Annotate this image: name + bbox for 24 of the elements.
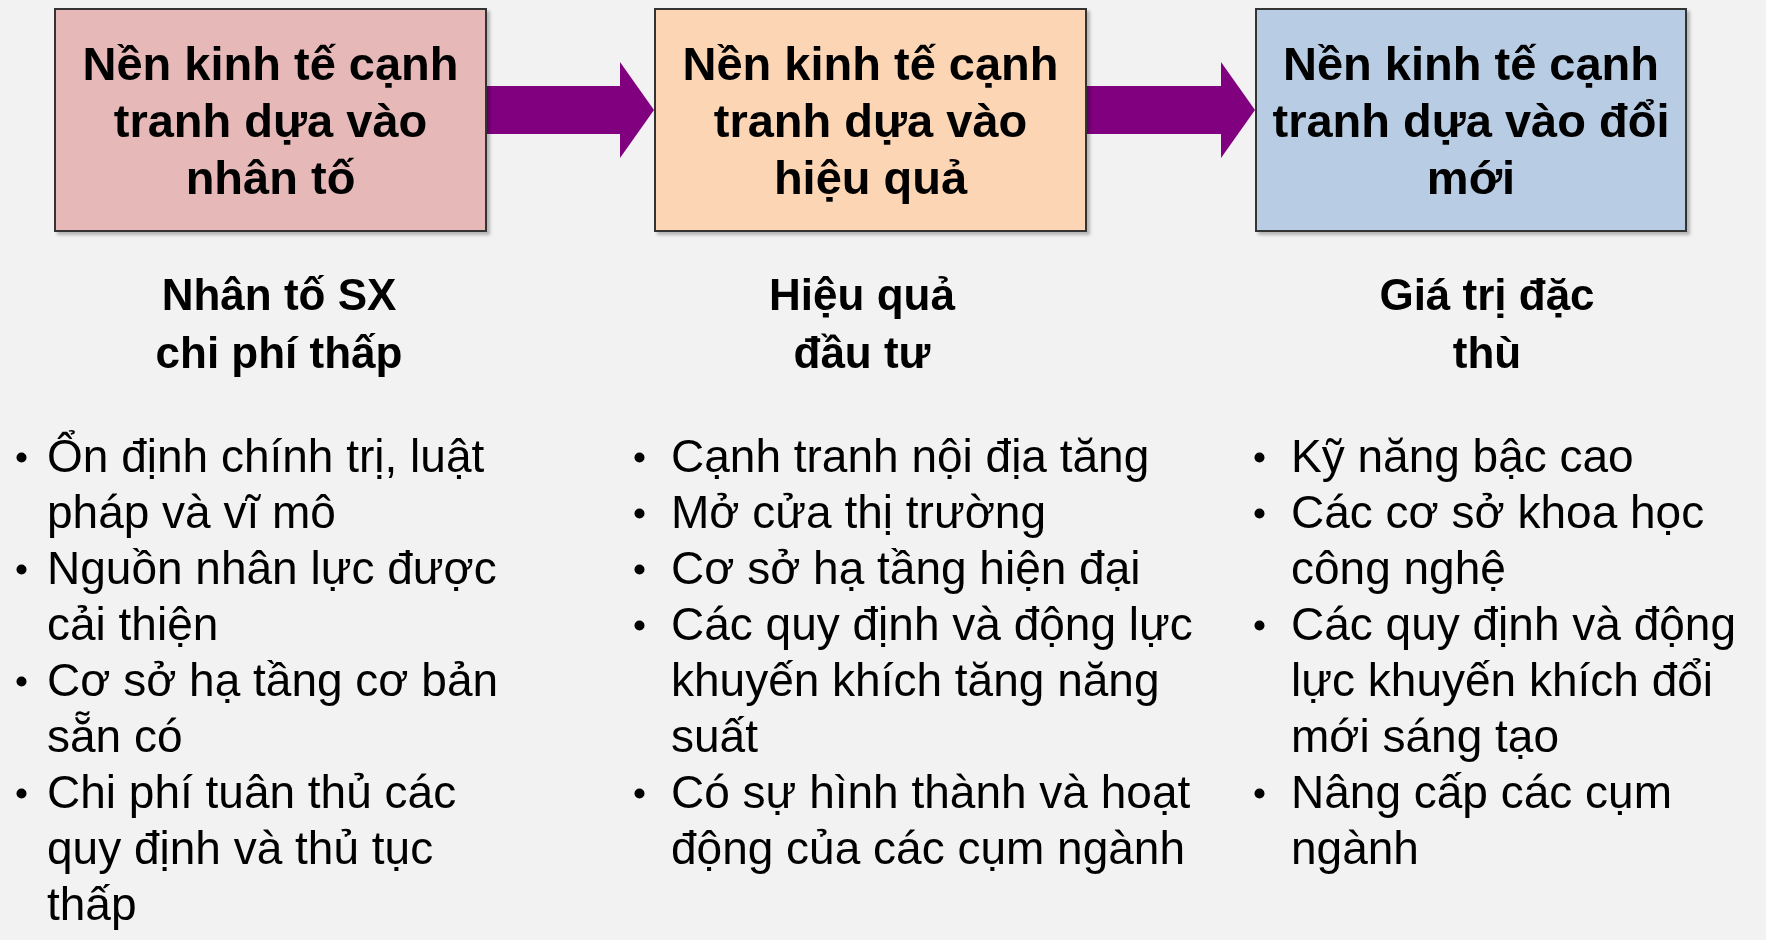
bullet-text: Cơ sở hạ tầng cơ bản sẵn có (47, 653, 500, 764)
stage-title: Nền kinh tế cạnh tranh dựa vào nhân tố (81, 35, 460, 206)
bullet-text: Chi phí tuân thủ các quy định và thủ tục thấp (47, 765, 458, 932)
column-heading: Nhân tố SX chi phí thấp (154, 269, 404, 379)
bullet-text: Ổn định chính trị, luật pháp và vĩ mô (47, 429, 486, 540)
bullet-text: Nguồn nhân lực được cải thiện (47, 541, 498, 652)
stage-box (54, 8, 487, 232)
stage-title: Nền kinh tế cạnh tranh dựa vào hiệu quả (681, 35, 1060, 206)
bullet-text: Các cơ sở khoa học công nghệ (1291, 485, 1706, 596)
block-arrow (1087, 62, 1255, 158)
stage-box (654, 8, 1087, 232)
bullet-text: Các quy định và động lực khuyến khích đổi mới sáng tạo (1291, 597, 1737, 764)
column-heading: Giá trị đặc thù (1378, 269, 1596, 379)
column-heading: Hiệu quả đầu tư (768, 269, 957, 379)
bullet-text: Mở cửa thị trường (671, 485, 1047, 540)
stage-title: Nền kinh tế cạnh tranh dựa vào đổi mới (1271, 35, 1671, 206)
bullet-text: Cạnh tranh nội địa tăng (671, 429, 1151, 484)
bullet-text: Các quy định và động lực khuyến khích tăng năng suất (671, 597, 1194, 764)
bullet-text: Kỹ năng bậc cao (1291, 429, 1635, 484)
bullet-text: Cơ sở hạ tầng hiện đại (671, 541, 1142, 596)
bullet-text: Nâng cấp các cụm ngành (1291, 765, 1673, 876)
stage-box (1255, 8, 1687, 232)
bullet-text: Có sự hình thành và hoạt động của các cụm ngành (671, 765, 1192, 876)
block-arrow (487, 62, 654, 158)
